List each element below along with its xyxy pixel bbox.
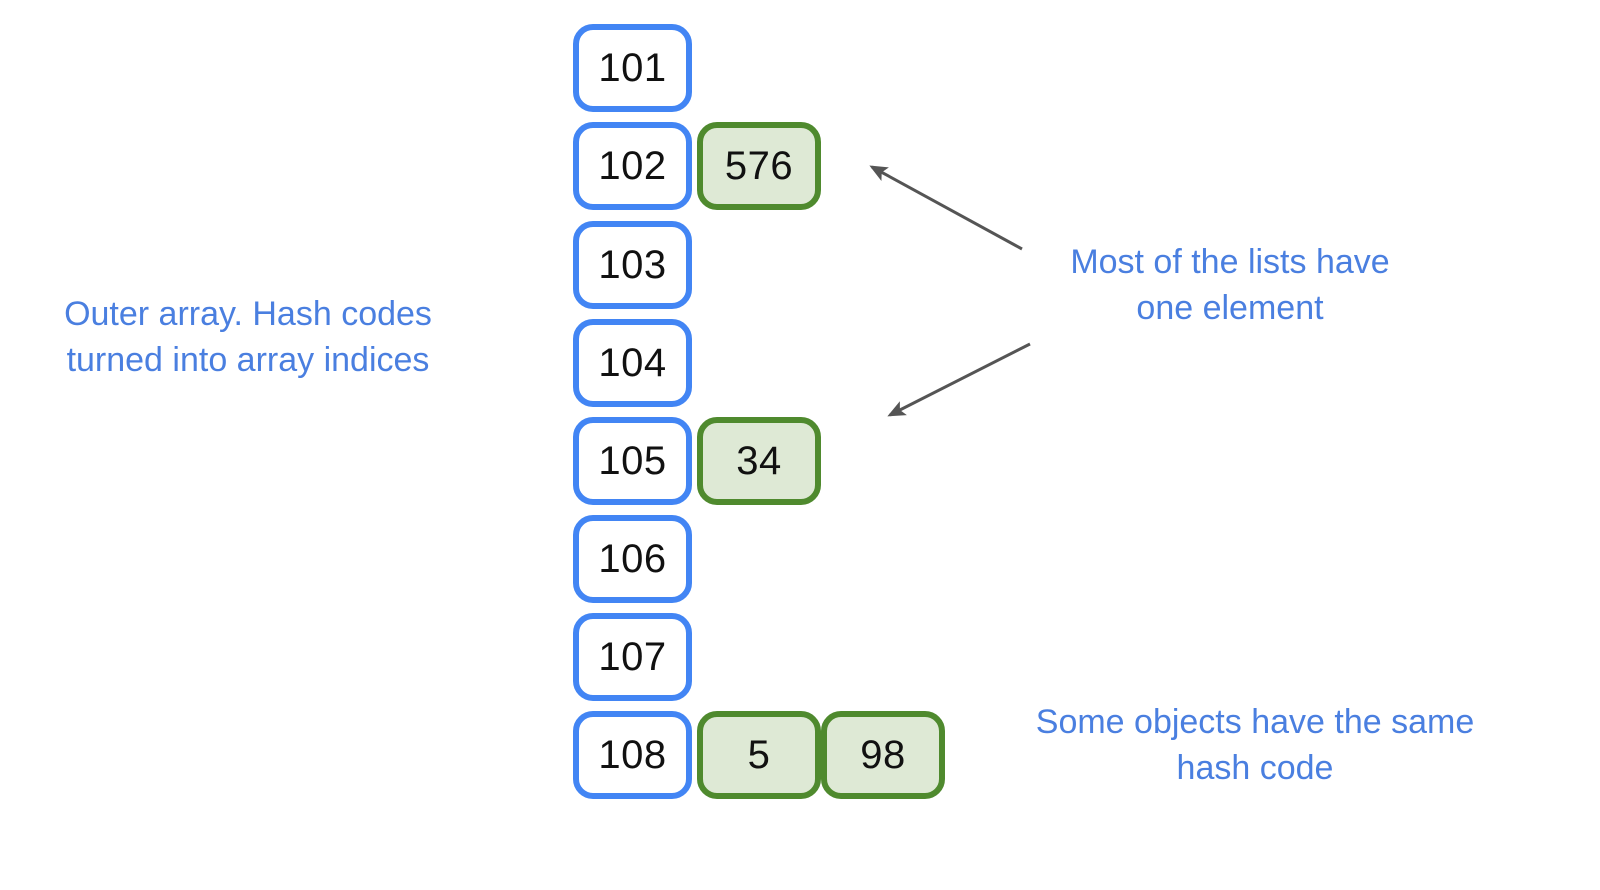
bucket-row: 102 576 bbox=[573, 122, 821, 210]
bucket-row: 105 34 bbox=[573, 417, 821, 505]
bucket-row: 101 bbox=[573, 24, 692, 112]
bucket-index-label: 106 bbox=[598, 537, 667, 581]
bucket-row: 107 bbox=[573, 613, 692, 701]
bucket-index-label: 107 bbox=[598, 635, 667, 679]
bucket-index-label: 101 bbox=[598, 46, 667, 90]
annotation-most-lists-one-element: Most of the lists have one element bbox=[1070, 243, 1390, 327]
list-node-label: 576 bbox=[724, 144, 794, 188]
arrow-to-34 bbox=[887, 342, 1031, 417]
bucket-106[interactable]: 106 bbox=[573, 515, 692, 603]
bucket-row: 104 bbox=[573, 319, 692, 407]
bucket-index-label: 102 bbox=[598, 144, 667, 188]
bucket-index-label: 105 bbox=[598, 439, 667, 483]
bucket-103[interactable]: 103 bbox=[573, 221, 692, 309]
bucket-row: 103 bbox=[573, 221, 692, 309]
list-node-label: 34 bbox=[736, 439, 782, 483]
bucket-101[interactable]: 101 bbox=[573, 24, 692, 112]
list-node-576[interactable]: 576 bbox=[697, 122, 821, 210]
bucket-index-label: 104 bbox=[598, 341, 667, 385]
annotation-same-hash-code: Some objects have the same hash code bbox=[1035, 703, 1475, 787]
list-node-5[interactable]: 5 bbox=[697, 711, 821, 799]
list-node-label: 98 bbox=[860, 733, 906, 777]
list-node-label: 5 bbox=[747, 733, 771, 777]
bucket-105[interactable]: 105 bbox=[573, 417, 692, 505]
list-node-34[interactable]: 34 bbox=[697, 417, 821, 505]
bucket-row: 106 bbox=[573, 515, 692, 603]
bucket-108[interactable]: 108 bbox=[573, 711, 692, 799]
bucket-row: 108 5 98 bbox=[573, 711, 945, 799]
annotation-outer-array: Outer array. Hash codes turned into arra… bbox=[64, 295, 432, 379]
list-node-98[interactable]: 98 bbox=[821, 711, 945, 799]
arrow-to-576 bbox=[869, 165, 1023, 251]
bucket-index-label: 103 bbox=[598, 243, 667, 287]
bucket-102[interactable]: 102 bbox=[573, 122, 692, 210]
bucket-107[interactable]: 107 bbox=[573, 613, 692, 701]
bucket-104[interactable]: 104 bbox=[573, 319, 692, 407]
bucket-index-label: 108 bbox=[598, 733, 667, 777]
